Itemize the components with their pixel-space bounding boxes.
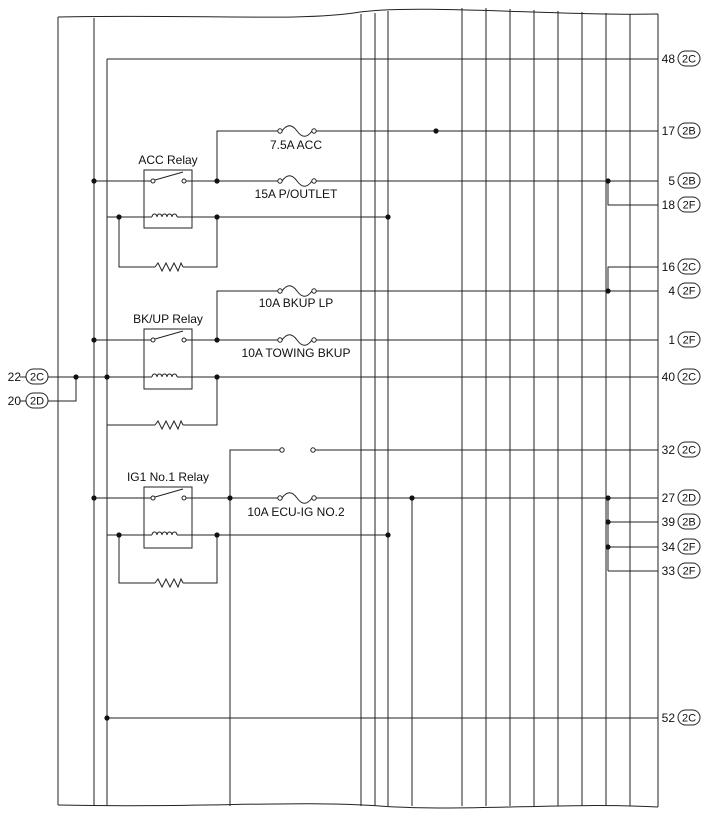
right-connector-52: 52 2C [662, 709, 701, 726]
junction-block-frame [57, 8, 659, 809]
pin-number: 40 [662, 370, 676, 384]
pin-number: 1 [668, 333, 675, 347]
connector-code: 2C [682, 713, 696, 725]
pin-number: 18 [662, 198, 676, 212]
bkup-relay: BK/UP Relay [133, 312, 203, 390]
connector-code: 2F [683, 335, 696, 347]
resistor-bkup [154, 419, 184, 431]
pin-number: 48 [662, 52, 676, 66]
fuse-ecu-ig-no2: 10A ECU-IG NO.2 [247, 492, 345, 519]
resistor-acc [154, 261, 184, 273]
pin-number: 52 [662, 711, 676, 725]
vertical-bus-lines [93, 8, 631, 806]
right-connector-17: 17 2B [662, 122, 701, 139]
fuse-bkup-lp: 10A BKUP LP [259, 285, 334, 310]
fuse-bkup-lp-label: 10A BKUP LP [259, 296, 334, 310]
pin-number: 4 [668, 284, 675, 298]
right-connector-39: 39 2B [662, 513, 701, 530]
connector-code: 2B [682, 176, 695, 188]
acc-relay: ACC Relay [138, 153, 198, 229]
resistors [154, 261, 184, 589]
connector-code: 2C [682, 372, 696, 384]
fuse-acc-label: 7.5A ACC [270, 138, 322, 152]
pin-number: 27 [662, 491, 676, 505]
right-connector-48: 48 2C [662, 50, 701, 67]
right-connector-34: 34 2F [662, 538, 701, 555]
connector-code: 2C [30, 372, 44, 384]
fuse-towing-bkup: 10A TOWING BKUP [242, 334, 351, 360]
left-connector-20: 20 2D [8, 392, 49, 409]
pin-number: 22 [8, 370, 22, 384]
pin-number: 17 [662, 124, 676, 138]
pin-number: 16 [662, 260, 676, 274]
right-connector-16: 16 2C [662, 258, 701, 275]
junction-dots [73, 128, 611, 721]
right-connector-32: 32 2C [662, 441, 701, 458]
left-connector-22: 22 2C [8, 368, 49, 385]
connector-code: 2F [683, 542, 696, 554]
fuse-p-outlet: 15A P/OUTLET [255, 175, 338, 201]
fuse-p-outlet-label: 15A P/OUTLET [255, 187, 338, 201]
pin-number: 5 [668, 174, 675, 188]
connector-code: 2F [683, 566, 696, 578]
pin-number: 34 [662, 540, 676, 554]
right-connector-5: 5 2B [668, 172, 701, 189]
resistor-ig1 [154, 577, 184, 589]
fuse-towing-bkup-label: 10A TOWING BKUP [242, 346, 351, 360]
connector-code: 2C [682, 445, 696, 457]
right-connector-4: 4 2F [668, 282, 701, 299]
right-connector-40: 40 2C [662, 368, 701, 385]
right-connector-18: 18 2F [662, 196, 701, 213]
right-connector-27: 27 2D [662, 489, 701, 506]
connector-code: 2B [682, 517, 695, 529]
pin-number: 33 [662, 564, 676, 578]
acc-relay-label: ACC Relay [138, 153, 197, 167]
horizontal-wires [20, 58, 658, 719]
connector-code: 2F [683, 286, 696, 298]
right-connector-33: 33 2F [662, 562, 701, 579]
fuses: 7.5A ACC 15A P/OUTLET 10A BKUP LP 10A TO… [242, 125, 351, 519]
connector-code: 2C [682, 54, 696, 66]
connector-code: 2B [682, 126, 695, 138]
fuse-ecu-ig-no2-label: 10A ECU-IG NO.2 [247, 505, 345, 519]
ig1-relay-label: IG1 No.1 Relay [127, 470, 209, 484]
connector-code: 2F [683, 200, 696, 212]
fuse-acc: 7.5A ACC [270, 125, 322, 152]
pin-number: 32 [662, 443, 676, 457]
pin-number: 20 [8, 394, 22, 408]
bkup-relay-label: BK/UP Relay [133, 312, 203, 326]
connector-code: 2C [682, 262, 696, 274]
open-contact [279, 447, 316, 453]
ig1-relay: IG1 No.1 Relay [127, 470, 209, 549]
pin-number: 39 [662, 515, 676, 529]
connector-code: 2D [30, 396, 44, 408]
connector-code: 2D [682, 493, 696, 505]
right-connector-1: 1 2F [668, 331, 701, 348]
